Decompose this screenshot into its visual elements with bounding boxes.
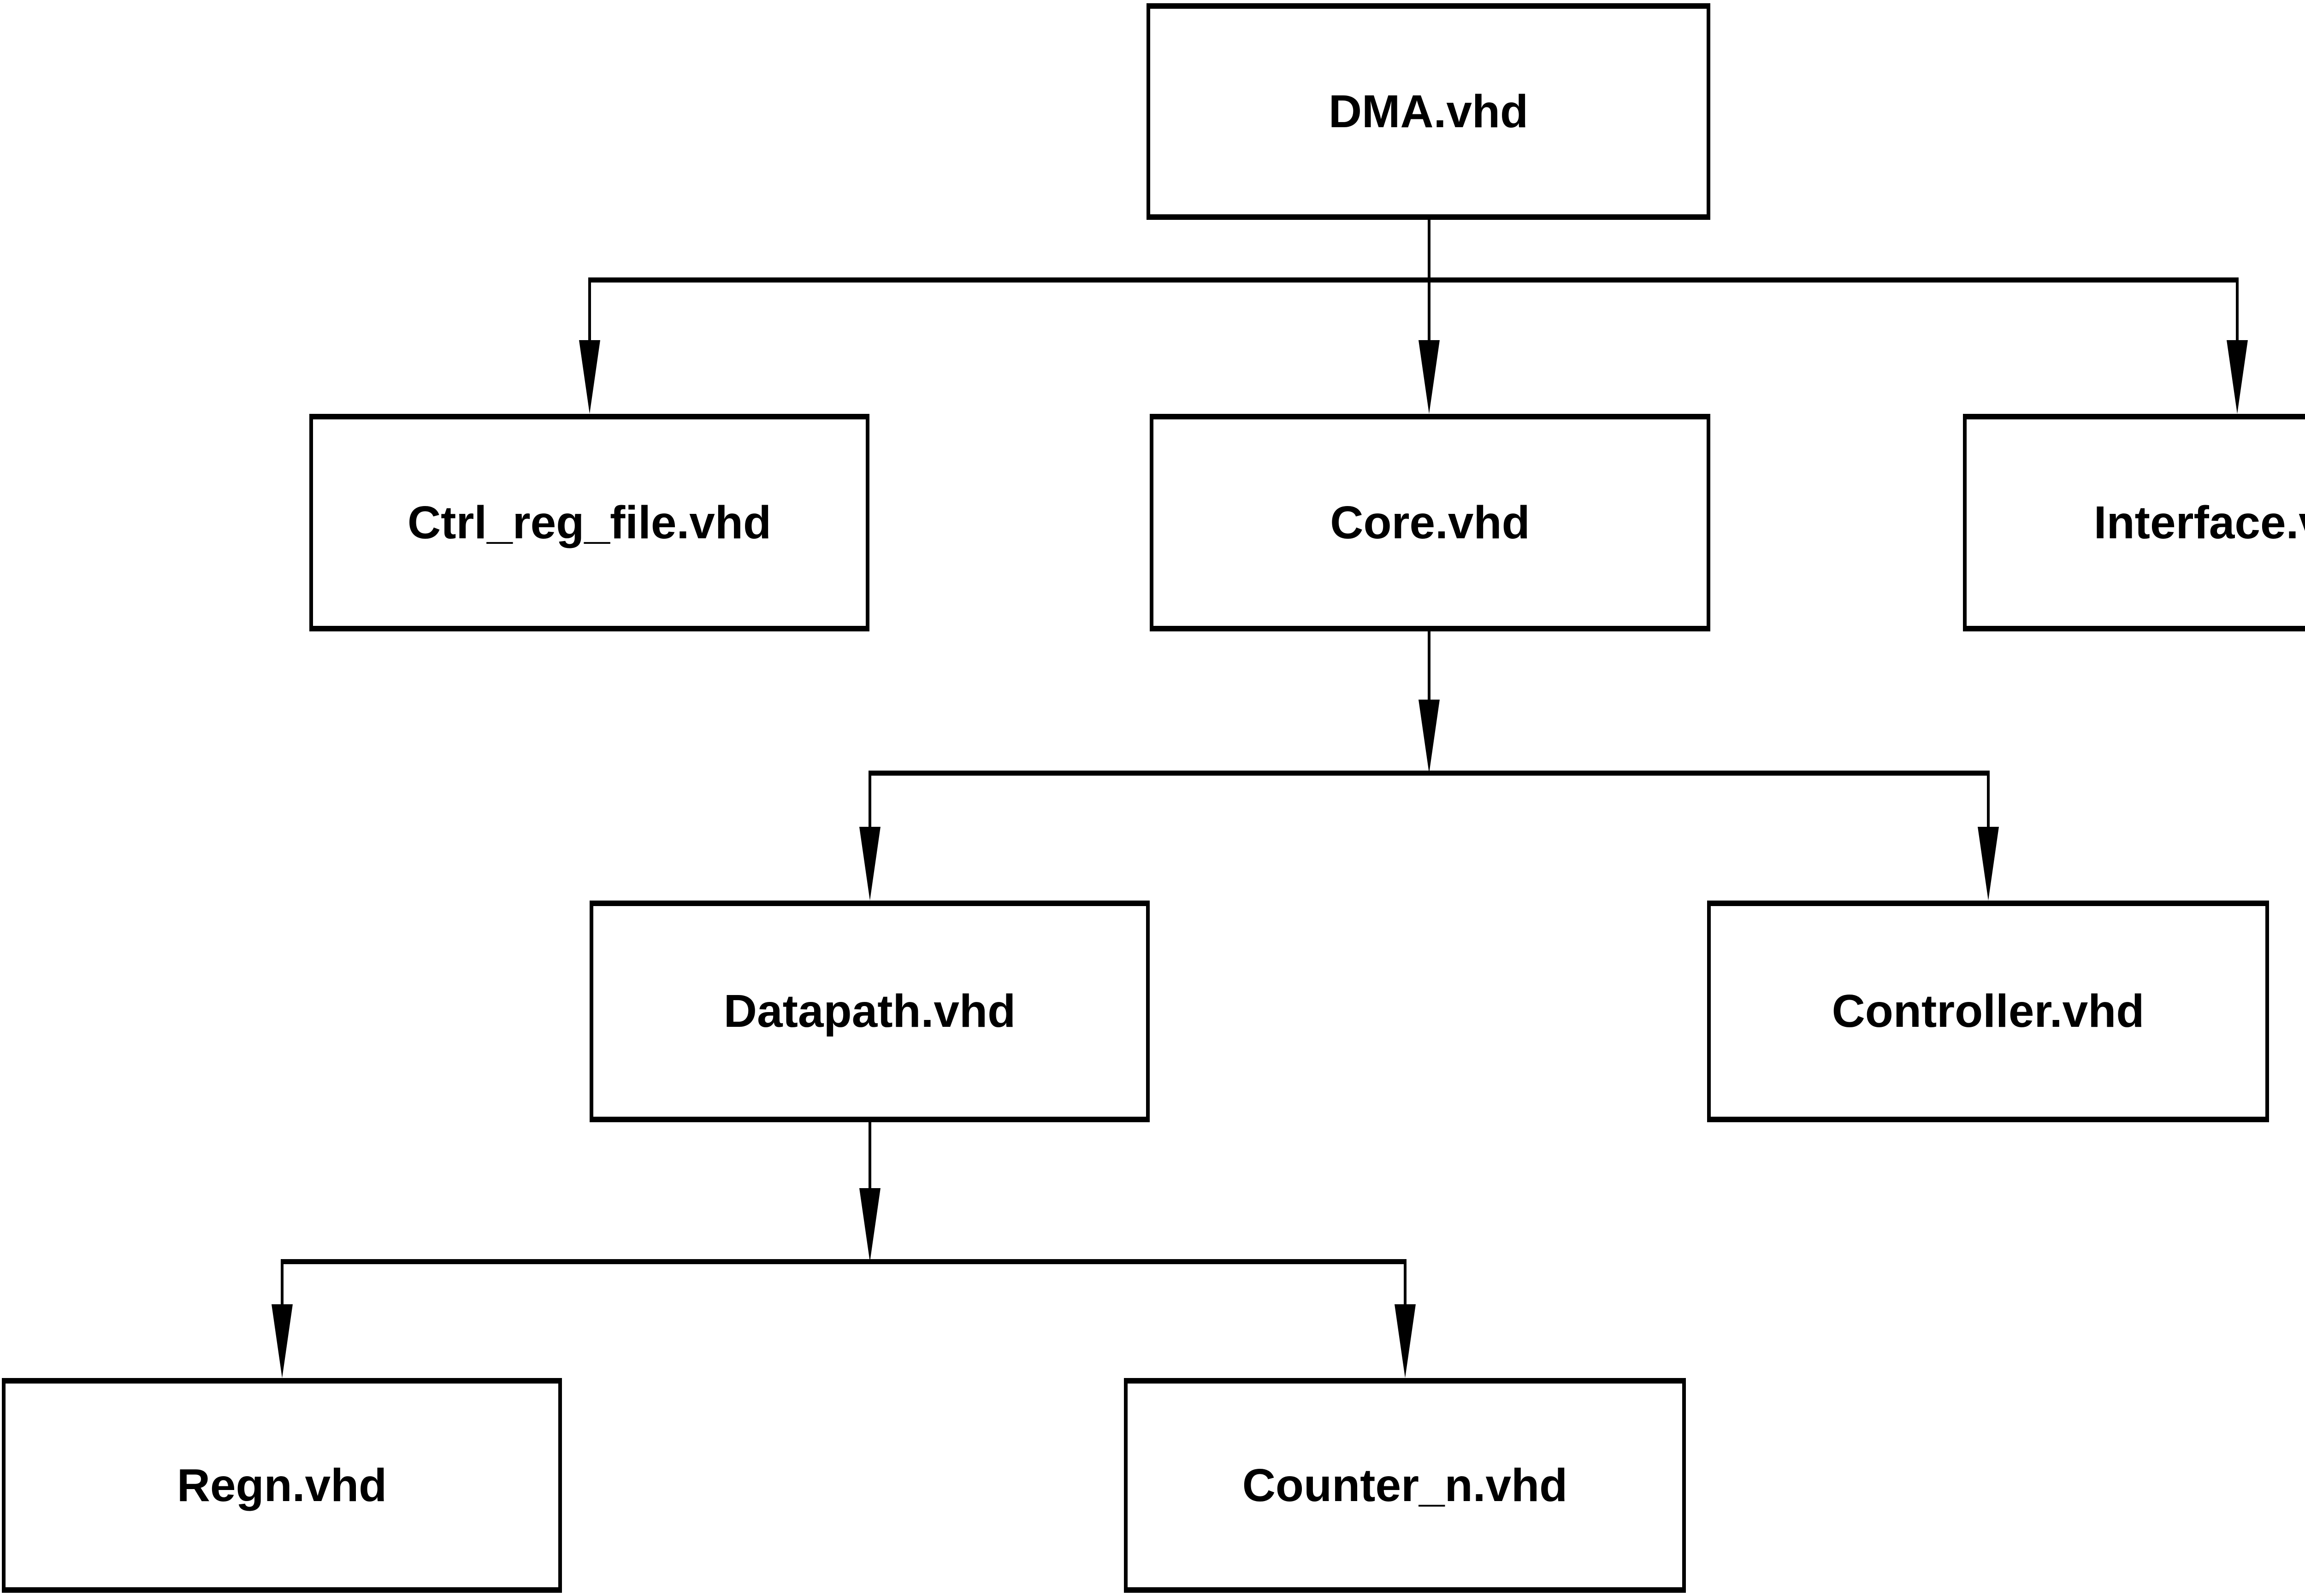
node-dma: DMA.vhd [1147, 3, 1710, 220]
node-counter-n-label: Counter_n.vhd [1242, 1459, 1568, 1511]
arrowhead-into-controller [1978, 827, 1999, 901]
node-counter-n: Counter_n.vhd [1124, 1378, 1686, 1593]
edge-drop-to-controller [1987, 771, 1990, 827]
node-ctrl-reg-file: Ctrl_reg_file.vhd [309, 414, 869, 631]
edge-dma-children-bus [588, 277, 2239, 283]
arrowhead-into-interface [2227, 340, 2248, 414]
edge-drop-to-interface [2236, 277, 2239, 340]
node-datapath-label: Datapath.vhd [723, 985, 1016, 1037]
node-interface: Interface.vhd [1963, 414, 2305, 631]
edge-drop-to-counter-n [1404, 1259, 1407, 1304]
arrowhead-into-counter-n [1395, 1304, 1416, 1378]
edge-core-stub-line [1428, 631, 1430, 700]
node-controller-label: Controller.vhd [1832, 985, 2145, 1037]
node-ctrl-reg-file-label: Ctrl_reg_file.vhd [407, 496, 772, 548]
arrowhead-core-to-bus [1418, 700, 1440, 773]
node-datapath: Datapath.vhd [590, 901, 1150, 1122]
arrowhead-datapath-to-bus [859, 1188, 881, 1262]
edge-drop-to-datapath [869, 771, 871, 827]
edge-drop-to-regn [281, 1259, 284, 1304]
arrowhead-into-regn [272, 1304, 293, 1378]
node-dma-label: DMA.vhd [1328, 85, 1529, 137]
node-regn: Regn.vhd [2, 1378, 562, 1593]
arrowhead-into-ctrl-reg-file [579, 340, 600, 414]
node-controller: Controller.vhd [1707, 901, 2269, 1122]
arrowhead-into-datapath [859, 827, 881, 901]
node-core-label: Core.vhd [1330, 496, 1530, 548]
node-interface-label: Interface.vhd [2093, 496, 2305, 548]
edge-core-children-bus [869, 771, 1990, 776]
edge-drop-to-ctrl-reg-file [588, 277, 591, 340]
edge-datapath-children-bus [281, 1259, 1407, 1264]
node-regn-label: Regn.vhd [177, 1459, 387, 1511]
node-core: Core.vhd [1150, 414, 1710, 631]
arrowhead-into-core [1418, 340, 1440, 414]
edge-datapath-stub-line [869, 1122, 871, 1188]
